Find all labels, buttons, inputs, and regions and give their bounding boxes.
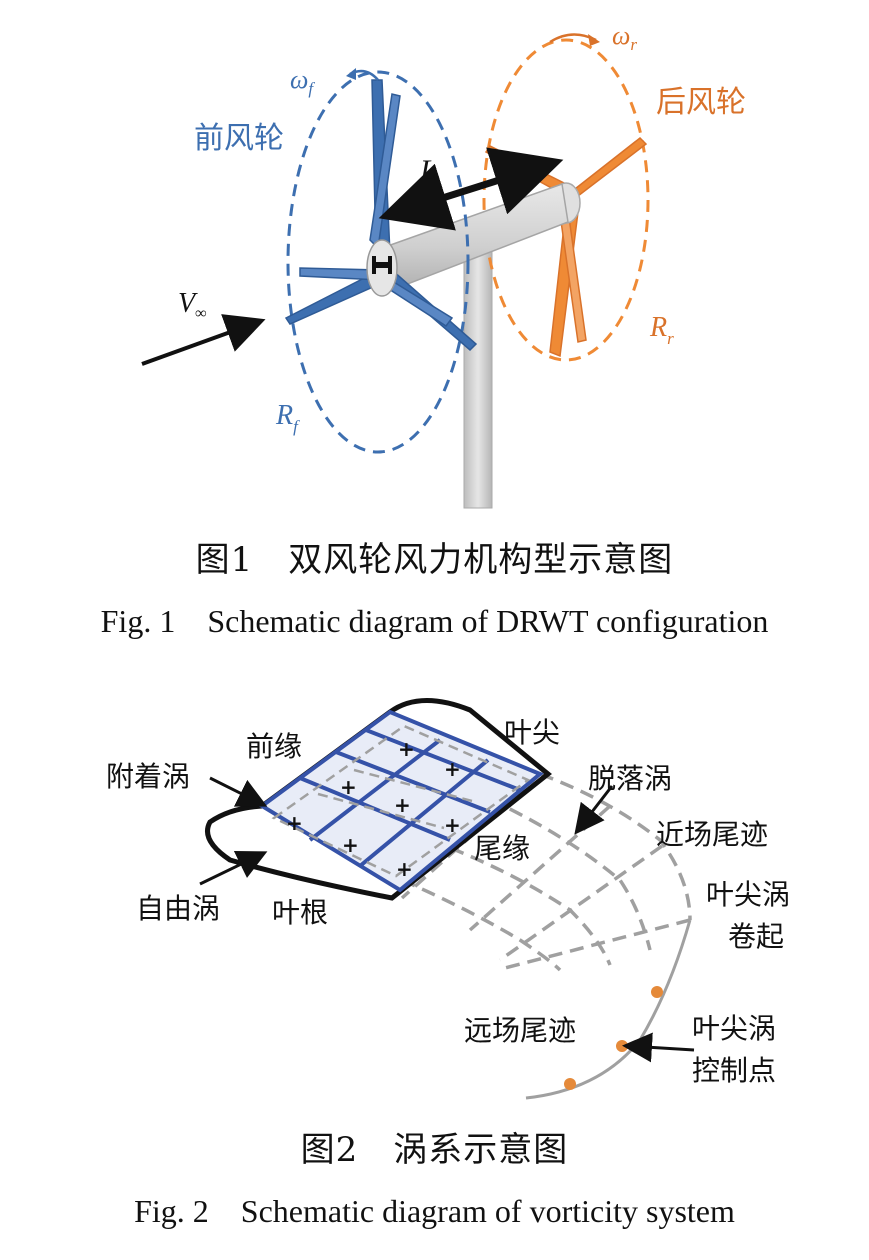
bound-vortex-label: 附着涡 xyxy=(106,760,190,793)
rear-rotor-blades xyxy=(484,136,648,358)
root-label: 叶根 xyxy=(272,896,328,929)
tip-vortex-rollup-label-2: 卷起 xyxy=(728,920,784,953)
front-rotor-label: 前风轮 xyxy=(194,121,284,156)
trailing-edge-label: 尾缘 xyxy=(474,832,530,865)
svg-text:+: + xyxy=(396,857,413,881)
tip-label: 叶尖 xyxy=(504,716,560,749)
figure-2-caption-en: Fig. 2 Schematic diagram of vorticity sy… xyxy=(134,1193,735,1229)
vortex-diagram: + + + + + + + + 前缘 叶尖 附着涡 脱落涡 近场尾迹 尾缘 自由… xyxy=(106,698,790,1100)
near-wake-label: 近场尾迹 xyxy=(656,818,768,851)
L-arrow xyxy=(378,147,564,231)
vortex-sign-marks: + + + + + + + + xyxy=(286,737,461,881)
control-point xyxy=(651,986,663,998)
R-f-label: Rf xyxy=(275,400,300,436)
svg-text:+: + xyxy=(340,775,357,799)
svg-text:+: + xyxy=(394,793,411,817)
tip-vortex-curve xyxy=(525,919,692,1100)
rear-rotor-label: 后风轮 xyxy=(656,85,746,120)
front-rotor-disk xyxy=(286,70,470,454)
far-wake-label: 远场尾迹 xyxy=(464,1014,576,1047)
leading-edge-label: 前缘 xyxy=(246,730,302,763)
R-r-label: Rr xyxy=(649,312,674,348)
tip-vortex-ctrl-label-2: 控制点 xyxy=(692,1054,776,1087)
free-vortex-pointer xyxy=(199,850,268,886)
tip-vortex-ctrl-label-1: 叶尖涡 xyxy=(692,1012,776,1045)
control-point-pointer xyxy=(622,1032,695,1063)
tip-vortex-rollup-label-1: 叶尖涡 xyxy=(706,878,790,911)
free-vortex-label: 自由涡 xyxy=(136,892,220,925)
figure-2-caption-cn: 图2 涡系示意图 xyxy=(300,1130,569,1170)
blade-inner-dashes xyxy=(271,724,531,878)
control-point xyxy=(564,1078,576,1090)
figure-2-vortex-system: + + + + + + + + 前缘 叶尖 附着涡 脱落涡 近场尾迹 尾缘 自由… xyxy=(0,680,869,1120)
omega-r-label: ωr xyxy=(612,21,637,54)
shed-vortex-pointer xyxy=(574,785,614,835)
svg-text:+: + xyxy=(342,833,359,857)
svg-text:+: + xyxy=(444,813,461,837)
svg-text:+: + xyxy=(444,757,461,781)
omega-f-label: ωf xyxy=(290,65,315,98)
figure-1-caption-cn: 图1 双风轮风力机构型示意图 xyxy=(195,540,674,580)
svg-text:+: + xyxy=(398,737,415,761)
figure-1-drwt: 前风轮 后风轮 ωf ωr L V∞ Rf Rr xyxy=(0,0,869,520)
control-point xyxy=(616,1040,628,1052)
v-inf-label: V∞ xyxy=(178,288,207,322)
drwt-diagram: 前风轮 后风轮 ωf ωr L V∞ Rf Rr xyxy=(141,21,746,509)
front-rotor-blades xyxy=(284,79,478,352)
v-inf-arrow xyxy=(141,314,266,366)
figure-1-caption-en: Fig. 1 Schematic diagram of DRWT configu… xyxy=(100,603,769,639)
bound-vortex-pointer xyxy=(209,776,268,807)
tower xyxy=(463,239,493,509)
shed-vortex-label: 脱落涡 xyxy=(588,762,672,795)
L-label: L xyxy=(419,154,437,187)
svg-text:+: + xyxy=(286,811,303,835)
